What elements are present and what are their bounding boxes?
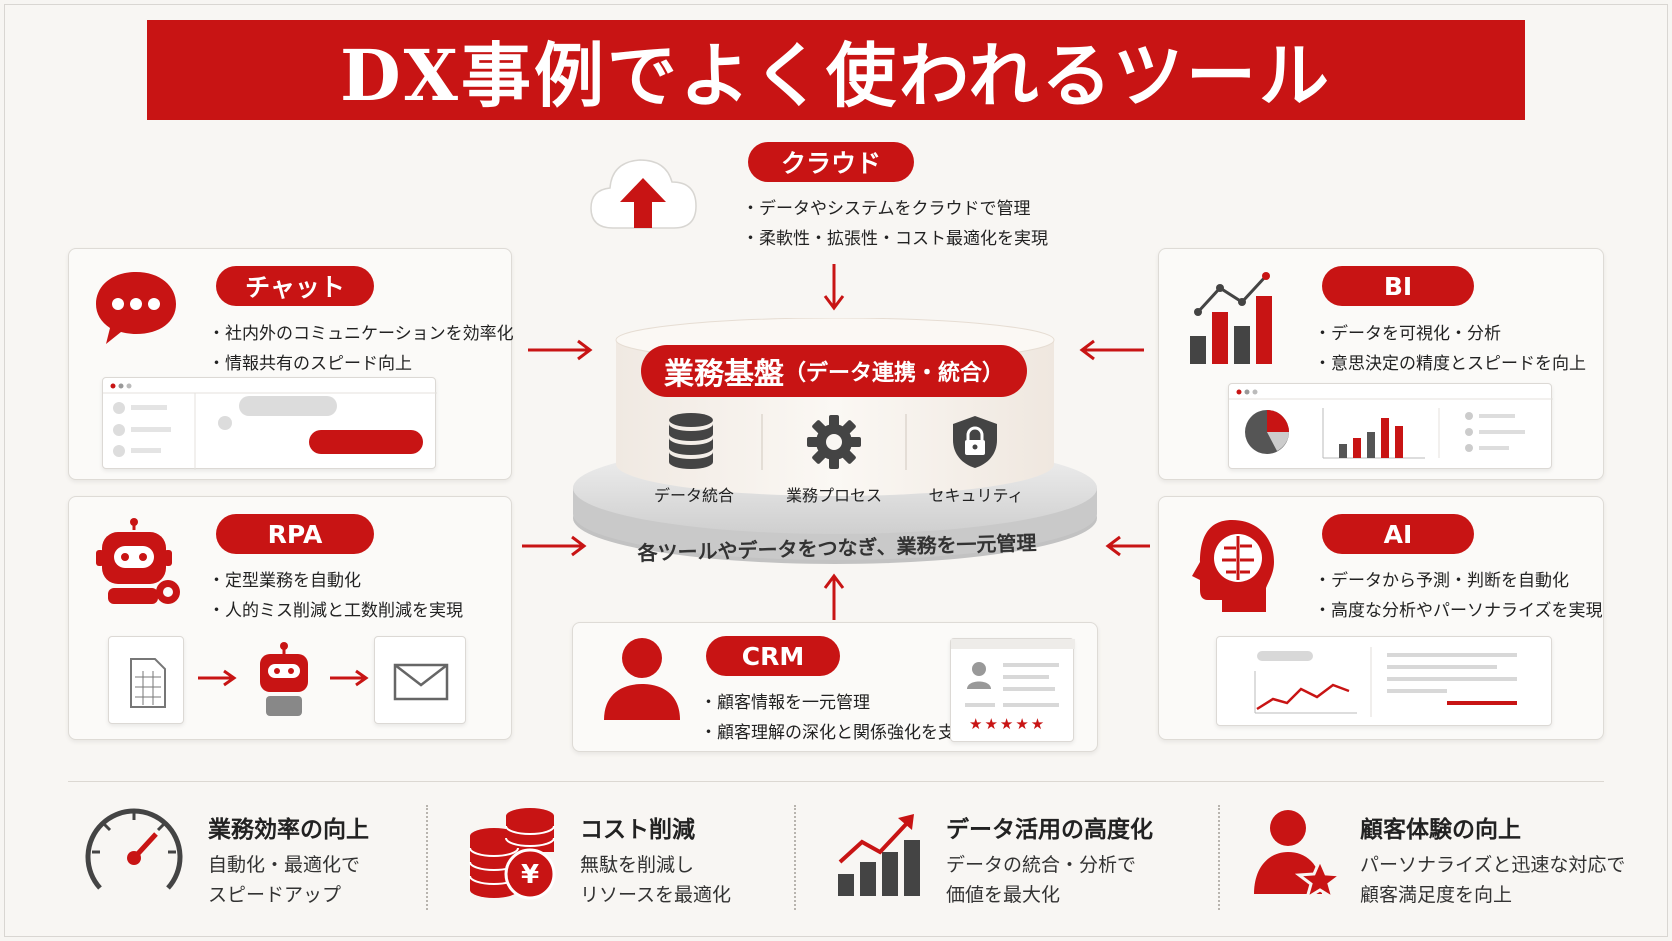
cloud-bullet-1: データやシステムをクラウドで管理 (742, 194, 1031, 219)
business-process-label: 業務プロセス (785, 486, 882, 505)
robot-icon (96, 518, 180, 604)
cloud-upload-icon (590, 159, 697, 229)
dashboard-mockup (1228, 383, 1553, 469)
arrow-right-icon (330, 669, 369, 687)
ai-bullet-1: データから予測・判断を自動化 (1314, 566, 1569, 591)
arrow-left-icon (1105, 535, 1150, 557)
speedometer-icon (85, 808, 183, 890)
speech-bubble-icon (96, 272, 176, 344)
rpa-bullet-1: 定型業務を自動化 (208, 566, 361, 591)
chat-label: チャット (216, 266, 374, 306)
platform-title: 業務基盤 (663, 357, 784, 392)
arrow-left-icon (1079, 339, 1144, 361)
user-icon (604, 638, 680, 720)
gear-icon (807, 415, 861, 469)
email-envelope-icon (374, 636, 466, 724)
user-star-icon (1254, 810, 1344, 900)
title-banner: DX事例でよく使われるツール (147, 20, 1525, 120)
benefit-cost-line-2: リソースを最適化 (580, 884, 732, 906)
platform-title-pill: 業務基盤 （データ連携・統合） (641, 345, 1027, 397)
crm-label: CRM (706, 636, 840, 676)
chat-bullet-1: 社内外のコミュニケーションを効率化 (208, 319, 514, 344)
shield-lock-icon (953, 416, 997, 468)
section-divider (68, 781, 1604, 782)
bi-bullet-2: 意思決定の精度とスピードを向上 (1314, 349, 1586, 374)
benefit-data-line-2: 価値を最大化 (946, 884, 1061, 906)
benefit-cost-line-1: 無駄を削減し (580, 854, 695, 876)
growth-chart-icon (838, 814, 920, 896)
arrow-right-icon (198, 669, 237, 687)
crm-bullet-2: 顧客理解の深化と関係強化を支援 (700, 718, 972, 743)
benefit-efficiency-title: 業務効率の向上 (208, 817, 369, 843)
rpa-bullet-2: 人的ミス削減と工数削減を実現 (208, 596, 463, 621)
spreadsheet-icon (108, 636, 184, 724)
robot-small-icon (260, 642, 308, 716)
ai-analytics-mockup (1216, 636, 1552, 726)
arrow-down-icon (823, 264, 845, 311)
benefit-cost-title: コスト削減 (580, 817, 695, 843)
arrow-right-icon (528, 339, 593, 361)
svg-text:¥: ¥ (521, 860, 539, 890)
benefit-efficiency-line-1: 自動化・最適化で (208, 854, 361, 876)
coins-yen-icon: ¥ (469, 808, 556, 900)
data-integration-label: データ統合 (653, 486, 734, 505)
brain-head-icon (1192, 520, 1274, 612)
bar-chart-icon (1190, 272, 1272, 364)
benefit-customer-line-2: 顧客満足度を向上 (1360, 884, 1513, 906)
ai-label: AI (1322, 514, 1474, 554)
cloud-bullet-2: 柔軟性・拡張性・コスト最適化を実現 (742, 224, 1048, 249)
benefit-customer-title: 顧客体験の向上 (1360, 817, 1521, 843)
benefit-data-line-1: データの統合・分析で (946, 854, 1137, 876)
cloud-label: クラウド (748, 142, 914, 182)
column-separator (794, 805, 796, 910)
bi-bullet-1: データを可視化・分析 (1314, 319, 1501, 344)
benefit-data-title: データ活用の高度化 (946, 817, 1153, 843)
chat-app-mockup (102, 377, 437, 470)
page-title: DX事例でよく使われるツール (339, 33, 1333, 117)
benefit-customer-line-1: パーソナライズと迅速な対応で (1360, 854, 1626, 876)
column-separator (1218, 805, 1220, 910)
chat-bullet-2: 情報共有のスピード向上 (208, 349, 412, 374)
arrow-right-icon (522, 535, 587, 557)
database-icon (669, 413, 713, 469)
arrow-up-icon (823, 573, 845, 620)
security-label: セキュリティ (928, 486, 1024, 505)
rpa-label: RPA (216, 514, 374, 554)
ai-bullet-2: 高度な分析やパーソナライズを実現 (1314, 596, 1603, 621)
crm-bullet-1: 顧客情報を一元管理 (700, 688, 870, 713)
column-separator (426, 805, 428, 910)
platform-subtitle: （データ連携・統合） (783, 361, 1004, 386)
customer-profile-mockup: ★★★★★ (950, 638, 1075, 742)
rating-stars: ★★★★★ (969, 715, 1047, 733)
benefit-efficiency-line-2: スピードアップ (208, 884, 342, 906)
bi-label: BI (1322, 266, 1474, 306)
